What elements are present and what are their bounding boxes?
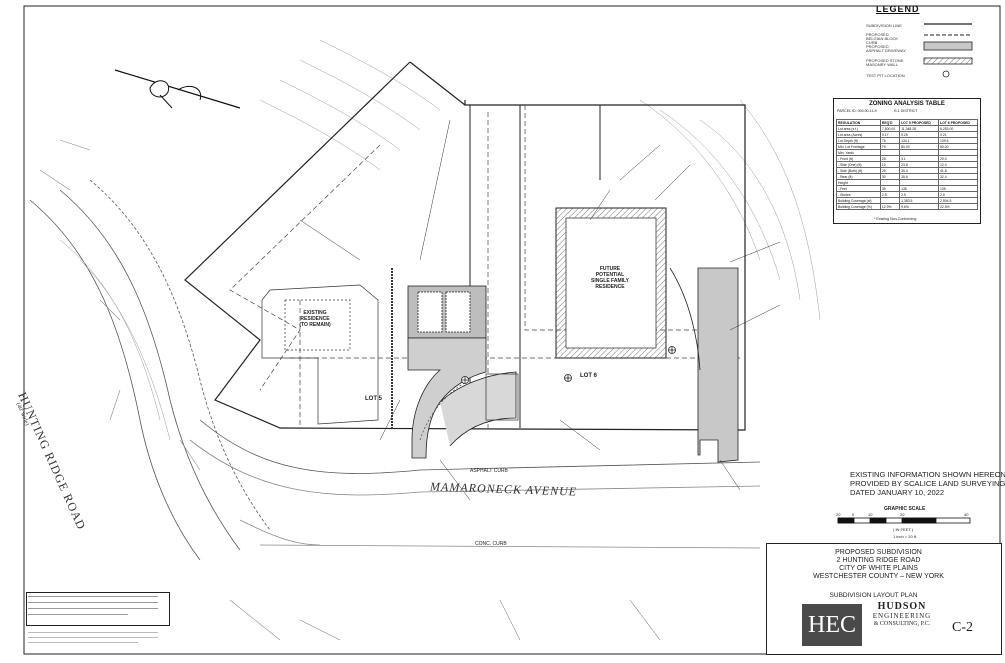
topo-contours <box>59 39 821 441</box>
existing-residence-label: EXISTING RESIDENCE (TO REMAIN) <box>299 310 331 328</box>
scale-tick: 40 <box>964 512 969 517</box>
contractor-note-box <box>26 592 170 626</box>
legend-item: PROPOSED STONE MASONRY WALL <box>866 58 904 67</box>
lot5-driveway <box>407 285 519 459</box>
note-line <box>28 602 158 603</box>
scale-tick: 20 <box>836 512 841 517</box>
firm-line-3: & CONSULTING, P.C. <box>873 621 931 627</box>
graphic-scale-title: GRAPHIC SCALE <box>884 506 926 512</box>
note-line <box>28 608 158 609</box>
legend-item: TEST PIT LOCATION <box>866 73 905 78</box>
zoning-subtitle: R-1 DISTRICT <box>894 109 918 113</box>
scale-units: ( IN FEET ) <box>893 527 914 532</box>
sheet-border <box>23 5 1001 655</box>
legend-symbols <box>923 23 973 78</box>
sheet-number: C-2 <box>952 620 973 635</box>
scale-tick: 0 <box>852 512 855 517</box>
leader-lines <box>299 119 781 501</box>
legend-item: SUBDIVISION LINE <box>866 23 902 28</box>
conc-curb-label: CONC. CURB <box>475 541 507 547</box>
zoning-title: ZONING ANALYSIS TABLE <box>869 101 945 107</box>
zoning-row: Building Coverage (%)12.9%9.6%22.5% <box>836 203 978 210</box>
note-line <box>28 614 128 615</box>
note-line <box>28 642 138 643</box>
future-residence <box>555 207 667 359</box>
legend-item: PROPOSED BELGIAN BLOCK CURB <box>866 32 899 45</box>
legend-item: PROPOSED ASPHALT DRIVEWAY <box>866 44 906 53</box>
zoning-cell: 22.5% <box>938 203 978 210</box>
zoning-parcel: PARCEL ID: 000.00-11-9 <box>837 109 877 113</box>
future-residence-label: FUTURE POTENTIAL SINGLE FAMILY RESIDENCE <box>591 266 629 290</box>
scale-tick: 20 <box>900 512 905 517</box>
lot5-label: LOT 5 <box>365 396 383 402</box>
zoning-analysis-table: ZONING ANALYSIS TABLE R-1 DISTRICT PARCE… <box>833 98 981 224</box>
note-line <box>28 632 158 633</box>
hec-logo: HEC <box>802 604 862 646</box>
north-arrow-icon <box>114 69 241 109</box>
project-title: PROPOSED SUBDIVISION 2 HUNTING RIDGE ROA… <box>813 549 944 580</box>
scale-ratio: 1 inch = 20 ft. <box>893 534 918 539</box>
firm-line-2: ENGINEERING <box>872 612 932 620</box>
note-line <box>28 637 158 638</box>
graphic-scale-bar <box>837 517 971 524</box>
lot6-driveway <box>669 267 739 463</box>
legend-title: LEGEND <box>876 4 920 14</box>
asphalt-curb-label: ASPHALT CURB <box>470 468 508 474</box>
test-pits <box>461 346 676 384</box>
existing-information-note: EXISTING INFORMATION SHOWN HEREON PROVID… <box>850 470 1005 497</box>
subdivision-boundary <box>184 61 746 431</box>
legend: LEGEND SUBDIVISION LINE PROPOSED BELGIAN… <box>832 4 974 88</box>
zoning-cell: 12.9% <box>879 203 901 210</box>
zoning-footnote: * Existing Non-Conforming <box>874 217 917 221</box>
zoning-cell: Building Coverage (%) <box>836 203 881 210</box>
lot6-label: LOT 6 <box>580 373 598 379</box>
setback-lines <box>229 105 740 428</box>
firm-name: HUDSON <box>877 601 927 612</box>
zoning-cell: 9.6% <box>899 203 940 210</box>
hunting-ridge-road <box>29 179 761 561</box>
note-line <box>28 596 158 597</box>
existing-residence <box>261 284 379 425</box>
sheet-title: SUBDIVISION LAYOUT PLAN <box>829 592 918 599</box>
misc-features <box>39 139 661 641</box>
scale-tick: 10 <box>868 512 873 517</box>
